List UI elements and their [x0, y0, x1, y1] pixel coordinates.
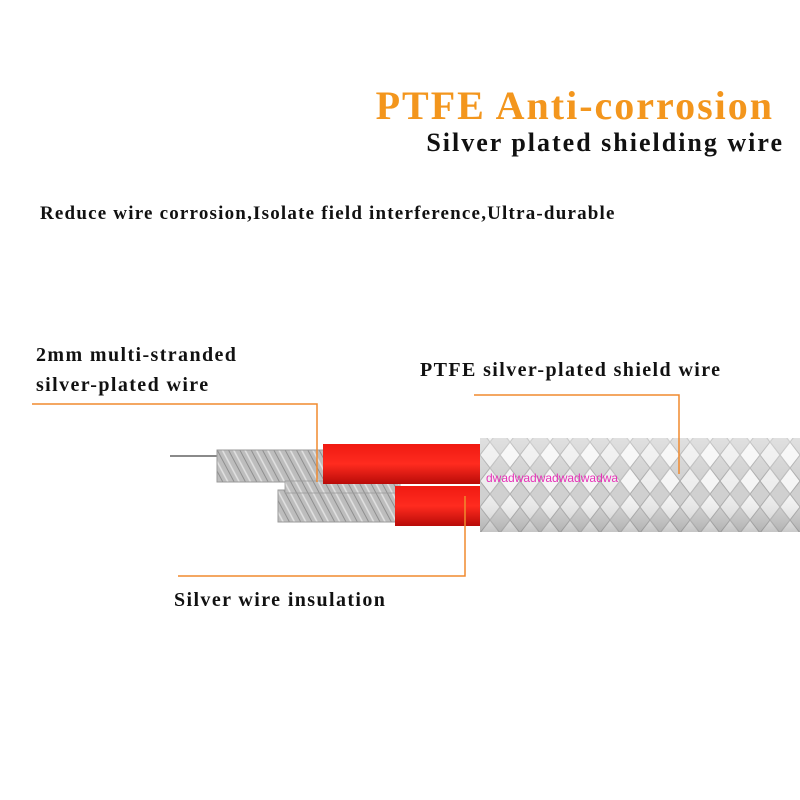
- shield-wire-label: PTFE silver-plated shield wire: [420, 359, 722, 381]
- feature-tagline: Reduce wire corrosion,Isolate field inte…: [40, 203, 616, 224]
- lower-insulation: [395, 486, 483, 526]
- product-subtitle: Silver plated shielding wire: [426, 128, 784, 157]
- upper-insulation: [323, 444, 483, 484]
- insulation-leader-line: [178, 496, 466, 577]
- core-leader-line: [32, 403, 318, 482]
- insulation-label: Silver wire insulation: [174, 589, 387, 611]
- core-wire-label: 2mm multi-stranded silver-plated wire: [36, 340, 237, 400]
- core-label-line1: 2mm multi-stranded: [36, 344, 238, 366]
- product-title: PTFE Anti-corrosion: [375, 83, 774, 128]
- lower-stranded-core: [277, 489, 399, 523]
- core-label-line2: silver-plated wire: [36, 374, 210, 396]
- watermark-text: dwadwadwadwadwadwa: [486, 471, 619, 485]
- shield-leader-line: [474, 394, 680, 474]
- upper-stranded-core: [216, 449, 328, 483]
